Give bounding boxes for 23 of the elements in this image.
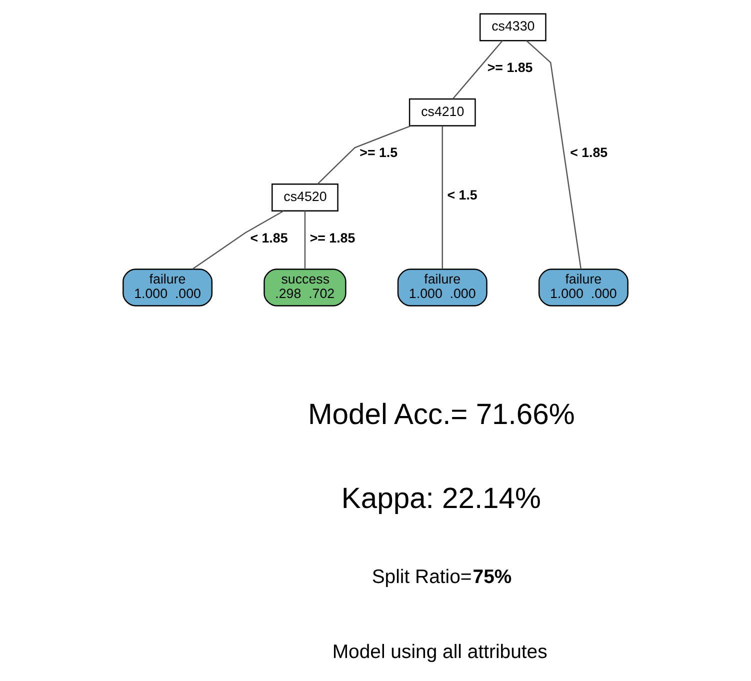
node-box: cs4520 — [272, 183, 338, 211]
connector — [304, 210, 306, 269]
edge-label: < 1.85 — [250, 230, 288, 245]
node-box: failure 1.000 .000 — [538, 268, 628, 306]
node-box: failure 1.000 .000 — [397, 268, 488, 306]
node-box: cs4330 — [479, 12, 546, 41]
edge-label: < 1.85 — [570, 144, 608, 160]
label: Kappa: 22.14% — [341, 482, 541, 514]
node-box: failure 1.000 .000 — [122, 268, 213, 306]
edge-label: < 1.5 — [447, 187, 478, 202]
edge-label: >= 1.85 — [487, 59, 533, 74]
connector — [452, 40, 503, 99]
label: Model using all attributes — [332, 640, 548, 663]
label: Split Ratio=75% — [372, 565, 512, 588]
label: Model Acc.= 71.66% — [308, 398, 575, 430]
connector — [526, 40, 582, 269]
node-box: success .298 .702 — [264, 268, 346, 306]
edge-label: >= 1.85 — [310, 230, 356, 245]
connector — [442, 126, 443, 268]
node-box: cs4210 — [408, 98, 476, 126]
connector — [317, 124, 411, 184]
edge-label: >= 1.5 — [360, 144, 398, 160]
connector — [192, 210, 284, 270]
